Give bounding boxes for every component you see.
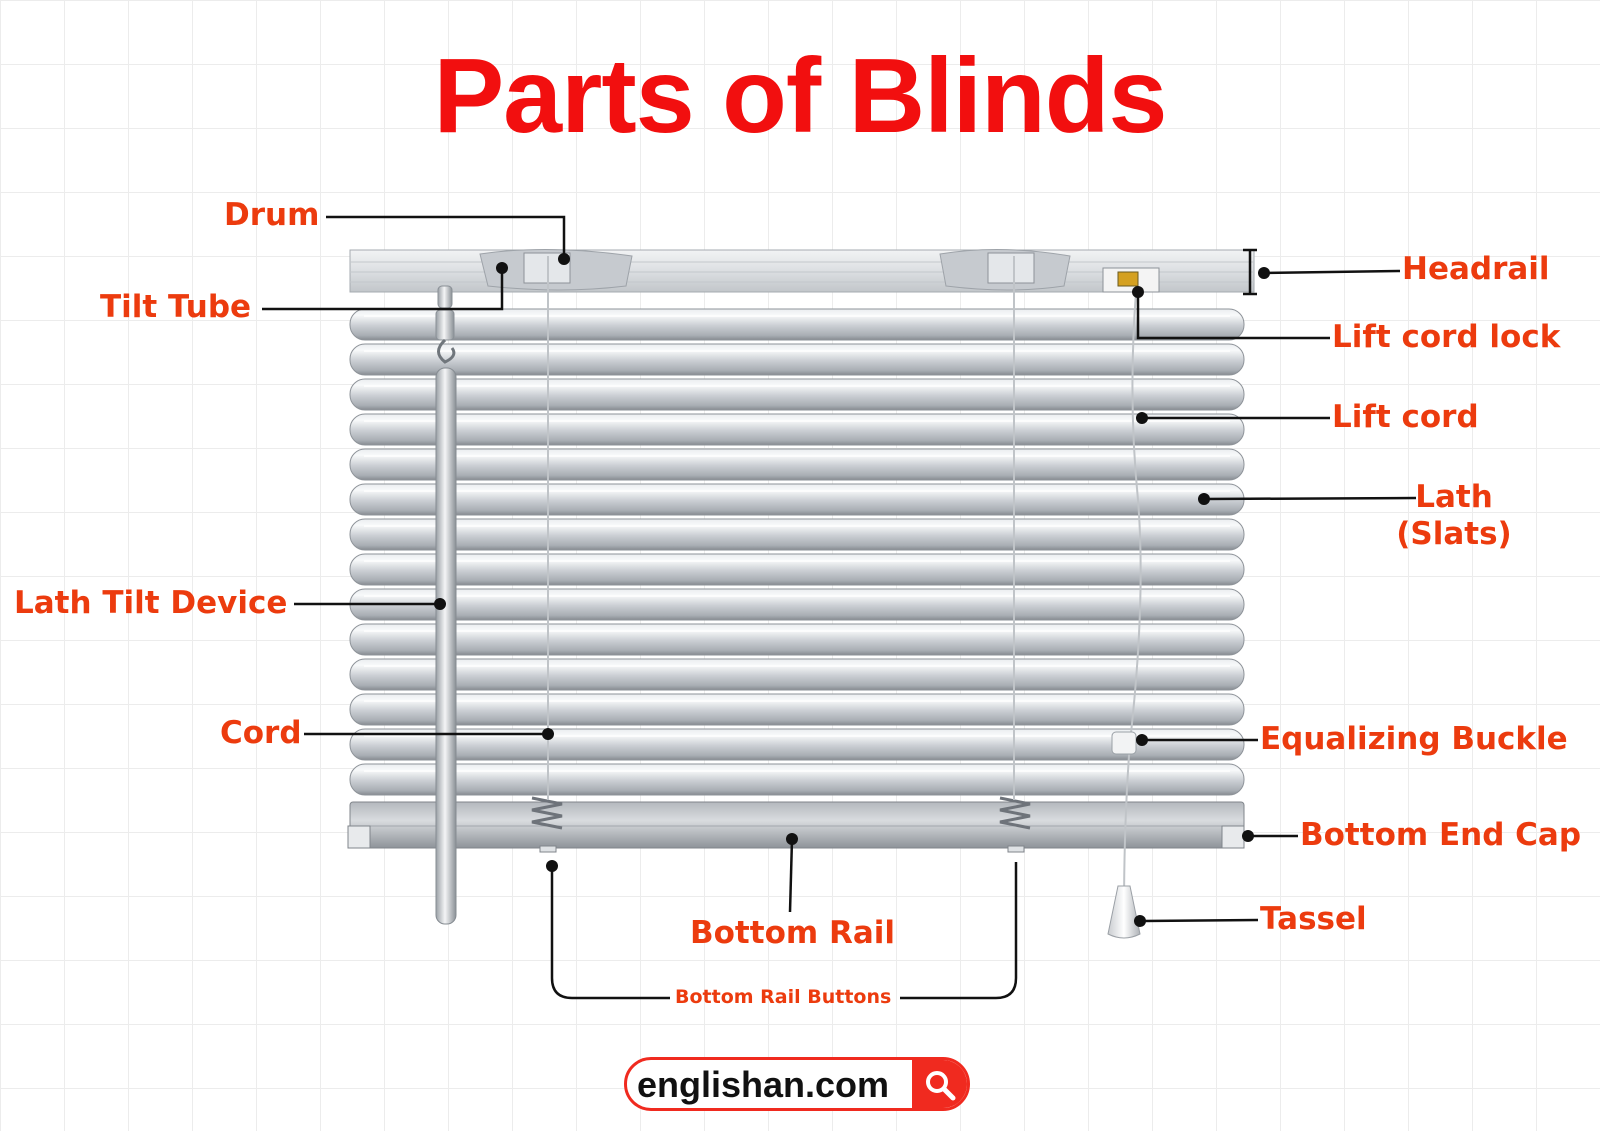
- brand-site-name: englishan.com: [637, 1064, 890, 1105]
- label-lath: Lath (Slats): [1388, 482, 1520, 550]
- slat: [349, 763, 1245, 796]
- label-bottom-end-cap: Bottom End Cap: [1300, 817, 1582, 853]
- label-lift-cord: Lift cord: [1332, 399, 1479, 435]
- search-icon[interactable]: [912, 1060, 967, 1108]
- label-bottom-rail: Bottom Rail: [690, 915, 895, 951]
- label-tilt-tube: Tilt Tube: [100, 289, 252, 325]
- leader-lines: [262, 215, 1417, 1000]
- slat: [349, 448, 1245, 481]
- slats: [349, 308, 1245, 796]
- slat: [349, 693, 1245, 726]
- tilt-wand: [435, 285, 457, 925]
- slat: [349, 308, 1245, 341]
- label-tassel: Tassel: [1260, 901, 1367, 937]
- page-title: Parts of Blinds: [433, 37, 1167, 155]
- slat: [349, 483, 1245, 516]
- slat: [349, 623, 1245, 656]
- label-lath-line1: Lath: [1415, 479, 1493, 515]
- search-icon-glyph: [926, 1071, 956, 1101]
- slat: [349, 518, 1245, 551]
- leader-dots: [434, 253, 1270, 927]
- label-drum: Drum: [224, 197, 320, 233]
- label-lath-line2: (Slats): [1396, 516, 1512, 552]
- equalizing-buckle: [1111, 731, 1137, 755]
- label-bottom-rail-buttons: Bottom Rail Buttons: [675, 986, 892, 1008]
- slat: [349, 413, 1245, 446]
- slat: [349, 588, 1245, 621]
- tassel: [1107, 885, 1141, 939]
- label-equalizing-buckle: Equalizing Buckle: [1260, 721, 1568, 757]
- headrail: [349, 248, 1255, 293]
- slat: [349, 343, 1245, 376]
- slat: [349, 553, 1245, 586]
- slat: [349, 658, 1245, 691]
- cords: [547, 256, 1142, 913]
- bottom-rail: [347, 796, 1245, 853]
- label-headrail: Headrail: [1402, 251, 1550, 287]
- label-lift-cord-lock: Lift cord lock: [1332, 319, 1561, 355]
- brand-badge[interactable]: englishan.com: [624, 1057, 970, 1111]
- label-lath-tilt-device: Lath Tilt Device: [14, 585, 288, 621]
- label-cord: Cord: [220, 715, 302, 751]
- slat: [349, 378, 1245, 411]
